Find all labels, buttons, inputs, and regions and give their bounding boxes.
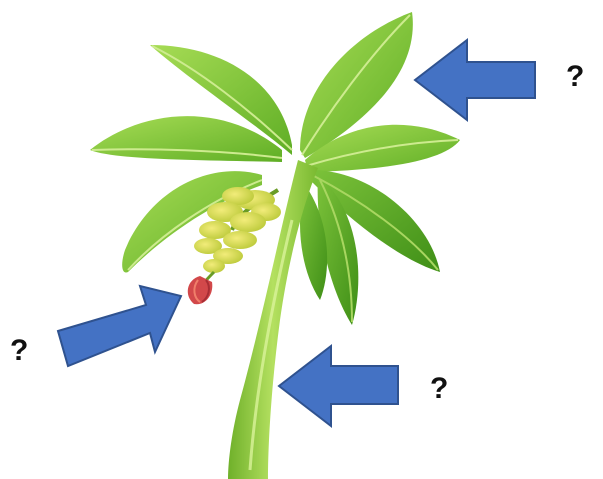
arrow-up-right-icon [58, 286, 181, 366]
question-mark-stem: ? [430, 374, 448, 404]
question-mark-flower: ? [10, 336, 28, 366]
arrow-left-icon [415, 40, 535, 120]
arrow-left-icon [279, 346, 398, 426]
question-mark-leaf: ? [566, 62, 584, 92]
banana-flower [188, 276, 213, 304]
